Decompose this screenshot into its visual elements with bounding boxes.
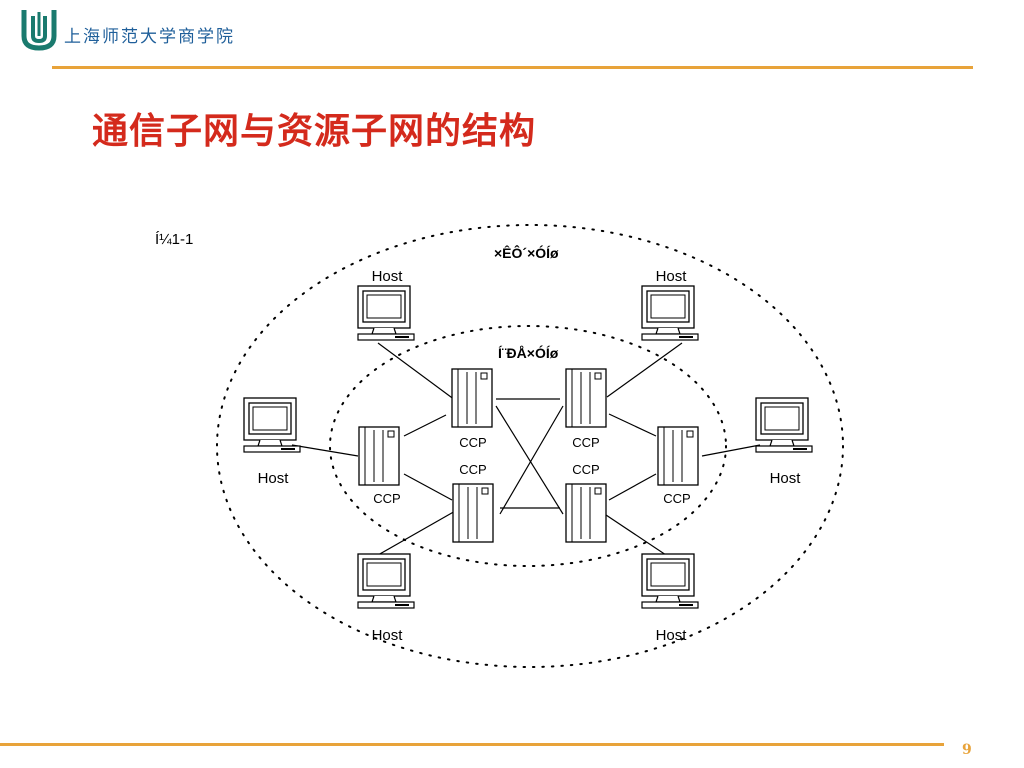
figure-label: Í¼1-1 <box>155 231 193 248</box>
host-label: Host <box>656 627 688 644</box>
monitor-icon <box>755 397 813 453</box>
footer-divider <box>0 743 944 746</box>
page-number: 9 <box>962 742 972 758</box>
resource-subnet-label: ×ÊÔ´×ÓÍø <box>494 244 559 261</box>
ccp-cabinet-icon <box>358 426 400 486</box>
host-label: Host <box>372 268 404 285</box>
ccp-cabinet-icon <box>657 426 699 486</box>
resource-subnet-boundary <box>216 224 844 668</box>
ccp-label: CCP <box>572 435 599 450</box>
monitor-icon <box>641 553 699 609</box>
host-label: Host <box>656 268 688 285</box>
host-label: Host <box>770 470 802 487</box>
ccp-cabinet-icon <box>565 368 607 428</box>
ccp-cabinet-icon <box>451 368 493 428</box>
ccp-cabinet-icon <box>452 483 494 543</box>
university-logo-icon <box>21 10 57 51</box>
slide-header: 上海师范大学商学院 <box>0 0 1024 72</box>
ccp-label: CCP <box>459 435 486 450</box>
school-name: 上海师范大学商学院 <box>64 27 235 47</box>
monitor-icon <box>357 285 415 341</box>
ccp-label: CCP <box>373 491 400 506</box>
monitor-icon <box>243 397 301 453</box>
communication-subnet-label: Í¨ÐÅ×ÓÍø <box>498 344 559 361</box>
network-links <box>291 342 761 556</box>
ccp-label: CCP <box>663 491 690 506</box>
monitor-icon <box>357 553 415 609</box>
ccp-label: CCP <box>572 462 599 477</box>
ccp-cabinet-icon <box>565 483 607 543</box>
slide-title: 通信子网与资源子网的结构 <box>92 111 537 152</box>
host-label: Host <box>372 627 404 644</box>
monitor-icon <box>641 285 699 341</box>
host-label: Host <box>258 470 290 487</box>
header-divider <box>52 66 973 69</box>
ccp-label: CCP <box>459 462 486 477</box>
communication-subnet-boundary <box>329 325 727 567</box>
